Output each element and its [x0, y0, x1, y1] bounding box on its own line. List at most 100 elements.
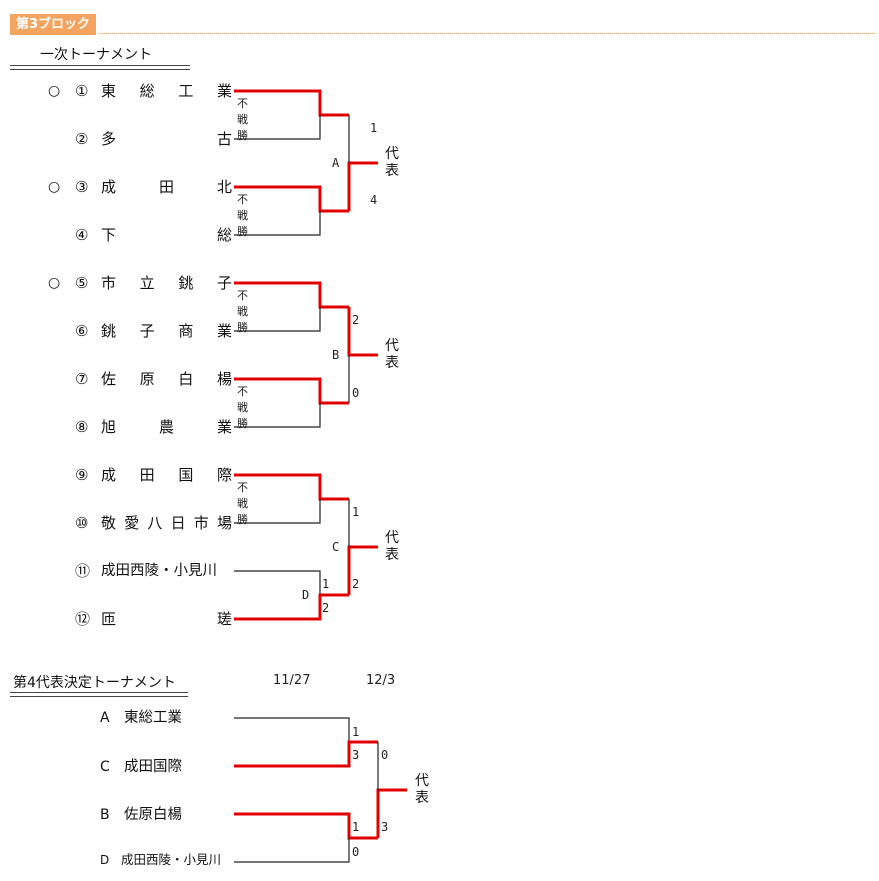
group-b-line-team4: [234, 403, 321, 428]
team-name-char: 楊: [216, 370, 232, 388]
team-name-char: 古: [216, 130, 232, 148]
group-a-score-bottom: 4: [370, 193, 378, 207]
team-name-char: 業: [216, 418, 232, 436]
team-seed-number: ⑩: [75, 514, 89, 532]
team-name-char: 市: [193, 514, 209, 532]
group-a-letter: A: [332, 156, 340, 170]
final-entry-name: 成田国際: [124, 759, 182, 775]
team-name: 銚子商業: [101, 320, 232, 342]
team-seed-number: ①: [75, 82, 89, 100]
team-name: 敬愛八日市場: [101, 512, 232, 534]
group-c-letter: C: [332, 540, 340, 554]
team-name-char: 日: [170, 514, 186, 532]
semi2-score-top: 1: [352, 820, 360, 834]
qualified-mark: ○: [48, 179, 61, 195]
team-seed-number: ②: [75, 130, 89, 148]
match-d-score-bottom: 2: [322, 601, 330, 615]
final-winner-c: [234, 740, 378, 768]
team-seed-number: ⑪: [75, 562, 91, 580]
final-line-a: [234, 717, 350, 742]
team-name-char: 旭: [101, 418, 117, 436]
final-score-bottom: 3: [381, 820, 389, 834]
group-c-score-bottom: 2: [352, 577, 360, 591]
team-name-char: 北: [216, 178, 232, 196]
group-a-bye-path-top: [234, 89, 349, 117]
final-entry-letter: D: [100, 853, 110, 867]
team-name-char: 敬: [101, 514, 117, 532]
team-name-char: 場: [216, 514, 232, 532]
team-name-char: 八: [147, 514, 163, 532]
group-a-representative: 代表: [385, 146, 399, 179]
team-name-char: 子: [139, 322, 155, 340]
group-b-letter: B: [332, 348, 340, 362]
team-seed-number: ⑨: [75, 466, 89, 484]
group-c-line-team10: [234, 499, 321, 524]
group-a-line-team4: [234, 211, 321, 236]
team-name-char: 総: [139, 82, 155, 100]
first-round-title-rule: [10, 65, 190, 70]
team-name-char: 佐: [101, 370, 117, 388]
team-name: 市立銚子: [101, 272, 232, 294]
team-seed-number: ⑦: [75, 370, 89, 388]
team-name-char: 匝: [101, 610, 117, 628]
team-name-char: 市: [101, 274, 117, 292]
final-entry-name: 佐原白楊: [124, 807, 182, 823]
team-name-char: 立: [139, 274, 155, 292]
group-c-score-top: 1: [352, 505, 360, 519]
team-name-char: 国: [178, 466, 194, 484]
team-seed-number: ③: [75, 178, 89, 196]
final-round-title: 第4代表決定トーナメント: [13, 675, 176, 691]
team-name-char: 下: [101, 226, 117, 244]
team-name-char: 白: [178, 370, 194, 388]
team-name-char: 際: [216, 466, 232, 484]
first-round-title: 一次トーナメント: [40, 47, 152, 63]
final-representative: 代表: [415, 773, 429, 806]
team-name-char: 業: [216, 82, 232, 100]
group-b-score-top: 2: [352, 313, 360, 327]
team-name: 佐原白楊: [101, 368, 232, 390]
final-score-top: 0: [381, 748, 389, 762]
team-name: 成田北: [101, 176, 232, 198]
semi1-score-top: 1: [352, 725, 360, 739]
group-c-bye-path-top: [234, 473, 349, 501]
forfeit-win-label: 不戦勝: [237, 97, 248, 142]
match-d-score-top: 1: [322, 577, 330, 591]
forfeit-win-label: 不戦勝: [237, 289, 248, 334]
team-name-char: 瑳: [216, 610, 232, 628]
group-a-bye-path-bottom: [234, 185, 349, 213]
forfeit-win-label: 不戦勝: [237, 481, 248, 526]
team-seed-number: ④: [75, 226, 89, 244]
team-name-char: 工: [178, 82, 194, 100]
qualified-mark: ○: [48, 275, 61, 291]
final-entry-letter: B: [100, 807, 110, 823]
team-seed-number: ⑥: [75, 322, 89, 340]
team-name-char: 田: [139, 466, 155, 484]
team-name-char: 総: [216, 226, 232, 244]
final-line-d: [234, 838, 350, 863]
group-b-bye-path-top: [234, 281, 349, 309]
team-name: 成田国際: [101, 464, 232, 486]
team-seed-number: ⑤: [75, 274, 89, 292]
team-seed-number: ⑧: [75, 418, 89, 436]
block-divider: [100, 33, 875, 34]
team-name: 多古: [101, 128, 232, 150]
final-winner-b: [234, 812, 378, 840]
team-name-char: 東: [101, 82, 117, 100]
group-c-representative: 代表: [385, 530, 399, 563]
group-b-score-bottom: 0: [352, 386, 360, 400]
team-seed-number: ⑫: [75, 610, 91, 628]
final-entry-letter: A: [100, 710, 110, 726]
semi1-score-bottom: 3: [352, 748, 360, 762]
group-b-bye-path-bottom: [234, 377, 349, 405]
team-name-char: 子: [216, 274, 232, 292]
team-name-char: 商: [178, 322, 194, 340]
group-a-line-team2: [234, 115, 321, 140]
team-name: 成田西陵・小見川: [101, 563, 217, 579]
date-semifinal: 11/27: [273, 673, 311, 688]
team-name: 東総工業: [101, 80, 232, 102]
block-label: 第3ブロック: [10, 14, 97, 35]
qualified-mark: ○: [48, 83, 61, 99]
team-name: 旭農業: [101, 416, 232, 438]
team-name-char: 田: [158, 178, 174, 196]
